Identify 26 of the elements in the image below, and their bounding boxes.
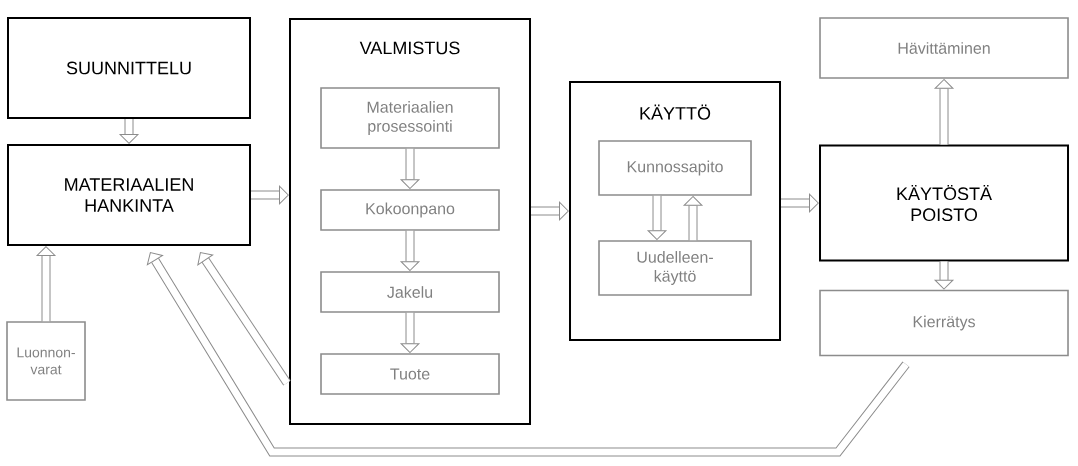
block-arrow: [400, 148, 420, 189]
block-arrow: [400, 312, 420, 353]
step-box: Luonnon-varat: [6, 321, 86, 401]
step-box: Kierrätys: [819, 289, 1069, 357]
block-arrow: [934, 261, 954, 290]
process-box: KÄYTÖSTÄ POISTO: [819, 144, 1069, 262]
step-box: Tuote: [320, 353, 500, 395]
block-arrow: [531, 201, 569, 221]
process-box: MATERIAALIEN HANKINTA: [7, 144, 251, 246]
step-box: Materiaalien prosessointi: [320, 87, 500, 149]
step-box: Kokoonpano: [320, 189, 500, 231]
block-arrow: [251, 185, 289, 205]
step-box: Jakelu: [320, 271, 500, 313]
block-arrow: [400, 230, 420, 271]
block-arrow: [683, 196, 703, 241]
step-box: Hävittäminen: [819, 17, 1069, 79]
block-arrow: [781, 193, 819, 213]
step-box: Uudelleen-käyttö: [598, 240, 752, 296]
block-arrow: [197, 252, 291, 386]
step-box: Kunnossapito: [598, 140, 752, 196]
block-arrow: [119, 119, 139, 144]
block-arrow: [647, 195, 667, 240]
block-arrow: [934, 79, 954, 145]
block-arrow: [146, 252, 910, 457]
process-box: SUUNNITTELU: [7, 17, 251, 119]
block-arrow: [36, 246, 56, 322]
